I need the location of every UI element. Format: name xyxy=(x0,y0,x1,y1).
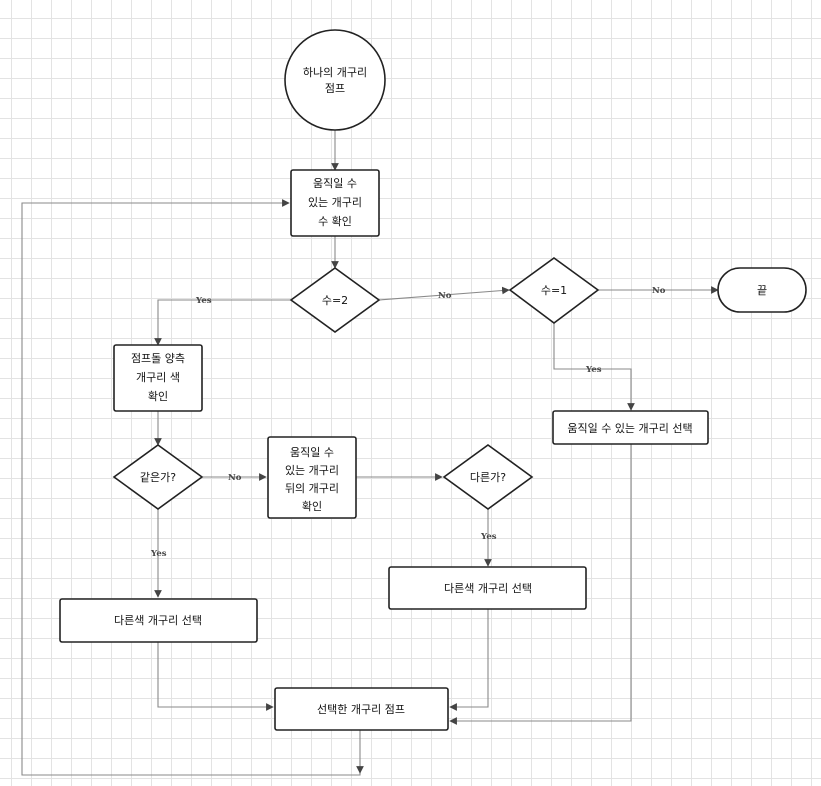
svg-text:다른색 개구리 선택: 다른색 개구리 선택 xyxy=(114,614,202,627)
edge-labels: Yes No No Yes No Yes Yes xyxy=(150,286,666,559)
edge-decision2-yes xyxy=(154,299,291,346)
label-no-same: No xyxy=(228,473,242,483)
node-select-movable[interactable]: 움직일 수 있는 개구리 선택 xyxy=(552,410,709,445)
edge-movable-to-jump xyxy=(449,444,632,725)
svg-text:수=2: 수=2 xyxy=(322,294,348,307)
edge-leftselect-to-jump xyxy=(157,642,274,711)
label-no-right: No xyxy=(652,286,666,296)
edge-decision2-no xyxy=(378,286,510,301)
svg-text:하나의 개구리: 하나의 개구리 xyxy=(303,65,367,79)
node-select-diff-right[interactable]: 다른색 개구리 선택 xyxy=(388,566,587,610)
label-yes-left: Yes xyxy=(195,296,212,306)
node-select-diff-left[interactable]: 다른색 개구리 선택 xyxy=(59,598,258,643)
svg-text:있는 개구리: 있는 개구리 xyxy=(308,196,362,209)
svg-text:뒤의 개구리: 뒤의 개구리 xyxy=(285,482,339,495)
label-no-mid: No xyxy=(438,291,452,301)
edge-decision1-yes xyxy=(553,323,635,411)
svg-text:선택한 개구리 점프: 선택한 개구리 점프 xyxy=(317,703,405,716)
svg-text:움직일 수: 움직일 수 xyxy=(290,445,334,459)
svg-text:같은가?: 같은가? xyxy=(140,471,176,484)
svg-text:확인: 확인 xyxy=(148,390,168,403)
svg-text:점프: 점프 xyxy=(325,82,345,95)
node-end[interactable]: 끝 xyxy=(717,267,807,313)
svg-text:있는 개구리: 있는 개구리 xyxy=(285,464,339,477)
svg-text:다른가?: 다른가? xyxy=(470,471,506,484)
svg-text:움직일 수 있는 개구리 선택: 움직일 수 있는 개구리 선택 xyxy=(567,421,692,435)
node-decision-1[interactable]: 수=1 xyxy=(508,257,600,324)
label-yes-right: Yes xyxy=(585,365,602,375)
svg-text:다른색 개구리 선택: 다른색 개구리 선택 xyxy=(444,582,532,595)
svg-text:확인: 확인 xyxy=(302,500,322,513)
svg-text:수 확인: 수 확인 xyxy=(318,215,352,228)
node-decision-diff[interactable]: 다른가? xyxy=(442,444,534,510)
node-check-moves[interactable]: 움직일 수 있는 개구리 수 확인 xyxy=(290,169,380,237)
node-decision-same[interactable]: 같은가? xyxy=(112,444,204,510)
label-yes-diff: Yes xyxy=(480,532,497,542)
node-start[interactable]: 하나의 개구리 점프 xyxy=(284,29,386,131)
edge-loop-back xyxy=(21,199,361,776)
node-decision-2[interactable]: 수=2 xyxy=(289,267,381,333)
edges xyxy=(21,130,719,776)
svg-text:움직일 수: 움직일 수 xyxy=(313,176,357,190)
svg-text:끝: 끝 xyxy=(757,284,767,297)
label-yes-same: Yes xyxy=(150,549,167,559)
svg-text:수=1: 수=1 xyxy=(541,284,567,297)
svg-text:개구리 색: 개구리 색 xyxy=(136,371,180,384)
node-check-behind[interactable]: 움직일 수 있는 개구리 뒤의 개구리 확인 xyxy=(267,436,357,519)
svg-text:점프돌 양측: 점프돌 양측 xyxy=(131,352,185,365)
node-jump-selected[interactable]: 선택한 개구리 점프 xyxy=(274,687,449,731)
edge-rightselect-to-jump xyxy=(449,609,489,711)
node-check-colors[interactable]: 점프돌 양측 개구리 색 확인 xyxy=(113,344,203,412)
